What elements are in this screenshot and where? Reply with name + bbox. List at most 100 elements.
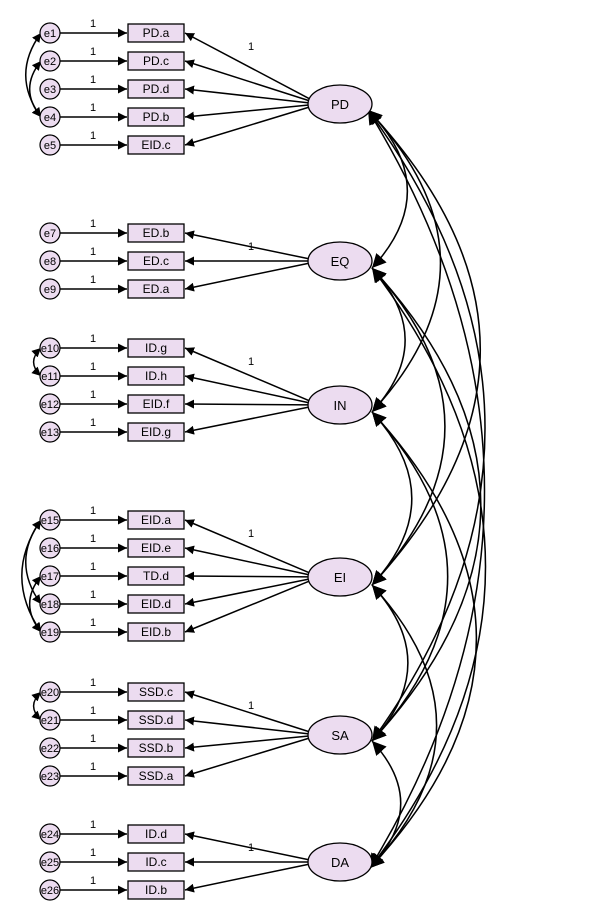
error-weight-label: 1	[90, 389, 96, 401]
indicator-label: SSD.d	[139, 713, 174, 727]
error-node-e8	[39, 250, 61, 272]
indicator-label: SSD.a	[139, 769, 174, 783]
loading-arrow	[184, 519, 311, 574]
indicator-label: PD.a	[143, 26, 170, 40]
error-label: e4	[44, 112, 56, 124]
indicator-label: ID.d	[145, 827, 167, 841]
error-label: e15	[41, 515, 59, 527]
error-node-e7	[39, 222, 61, 244]
indicator-box-ssd-d	[127, 710, 185, 730]
loading-label: 1	[248, 700, 254, 712]
latent-covariance-pd-ei	[367, 109, 481, 586]
loading-arrow	[184, 406, 311, 435]
error-weight-label: 1	[90, 875, 96, 887]
latent-covariance-in-sa	[371, 411, 449, 742]
indicator-box-id-g	[127, 338, 185, 358]
indicator-box-ssd-a	[127, 766, 185, 786]
error-covariance-e10-e11	[31, 347, 42, 377]
indicator-box-eid-b	[127, 622, 185, 642]
indicator-label: EID.c	[141, 138, 170, 152]
error-label: e8	[44, 256, 56, 268]
loading-arrow	[184, 106, 311, 147]
error-label: e11	[41, 371, 59, 383]
error-label: e25	[41, 857, 59, 869]
error-label: e1	[44, 28, 56, 40]
error-label: e24	[41, 829, 59, 841]
indicator-box-pd-a	[127, 23, 185, 43]
indicator-box-ssd-c	[127, 682, 185, 702]
indicator-label: TD.d	[143, 569, 169, 583]
error-weight-label: 1	[90, 274, 96, 286]
latent-node-ei	[307, 557, 373, 597]
latent-covariance-ei-da	[369, 584, 438, 869]
error-weight-label: 1	[90, 505, 96, 517]
loading-arrow	[184, 690, 311, 733]
error-node-e22	[39, 737, 61, 759]
latent-label: DA	[331, 855, 349, 870]
indicator-box-pd-b	[127, 107, 185, 127]
error-node-e10	[39, 337, 61, 359]
error-weight-label: 1	[90, 246, 96, 258]
indicator-label: SSD.c	[139, 685, 173, 699]
error-label: e26	[41, 885, 59, 897]
latent-covariance-pd-sa	[367, 109, 486, 742]
error-label: e9	[44, 284, 56, 296]
error-weight-label: 1	[90, 218, 96, 230]
latent-covariance-eq-ei	[371, 267, 446, 586]
error-node-e26	[39, 879, 61, 901]
error-node-e17	[39, 565, 61, 587]
latent-covariance-sa-da	[369, 740, 402, 869]
error-weight-label: 1	[90, 333, 96, 345]
error-weight-label: 1	[90, 361, 96, 373]
indicator-label: EID.b	[141, 625, 171, 639]
error-weight-label: 1	[90, 733, 96, 745]
error-label: e10	[41, 343, 59, 355]
error-label: e23	[41, 771, 59, 783]
indicator-label: EID.d	[141, 597, 171, 611]
loading-label: 1	[248, 842, 254, 854]
indicator-box-eid-c	[127, 135, 185, 155]
error-node-e2	[39, 50, 61, 72]
indicator-label: EID.f	[143, 397, 170, 411]
indicator-box-id-h	[127, 366, 185, 386]
indicator-label: ID.g	[145, 341, 167, 355]
loading-arrow	[184, 580, 311, 633]
error-weight-label: 1	[90, 46, 96, 58]
latent-node-in	[307, 385, 373, 425]
indicator-label: EID.e	[141, 541, 171, 555]
loading-label: 1	[248, 41, 254, 53]
error-weight-label: 1	[90, 677, 96, 689]
error-label: e17	[41, 571, 59, 583]
error-covariance-e2-e4	[29, 60, 42, 118]
indicator-label: PD.c	[143, 54, 169, 68]
loading-label: 1	[248, 241, 254, 253]
latent-covariance-pd-in	[367, 109, 442, 413]
loading-arrow	[184, 347, 311, 402]
error-node-e19	[39, 621, 61, 643]
latent-node-pd	[307, 84, 373, 124]
indicator-label: PD.d	[143, 82, 170, 96]
error-node-e4	[39, 106, 61, 128]
error-label: e2	[44, 56, 56, 68]
loading-arrow	[184, 399, 311, 409]
indicator-box-ed-b	[127, 223, 185, 243]
indicator-label: ED.a	[143, 282, 170, 296]
indicator-label: ED.c	[143, 254, 169, 268]
error-covariance-e17-e19	[29, 575, 42, 633]
error-node-e11	[39, 365, 61, 387]
latent-label: PD	[331, 97, 349, 112]
error-label: e5	[44, 140, 56, 152]
loading-arrow	[184, 373, 311, 404]
paths	[60, 28, 311, 895]
error-label: e18	[41, 599, 59, 611]
indicator-box-eid-e	[127, 538, 185, 558]
error-covariance-e20-e21	[31, 691, 42, 721]
error-weight-label: 1	[90, 589, 96, 601]
error-label: e13	[41, 427, 59, 439]
loading-arrow	[184, 262, 311, 292]
error-weight-label: 1	[90, 819, 96, 831]
loading-arrow	[184, 735, 311, 752]
indicator-box-eid-d	[127, 594, 185, 614]
